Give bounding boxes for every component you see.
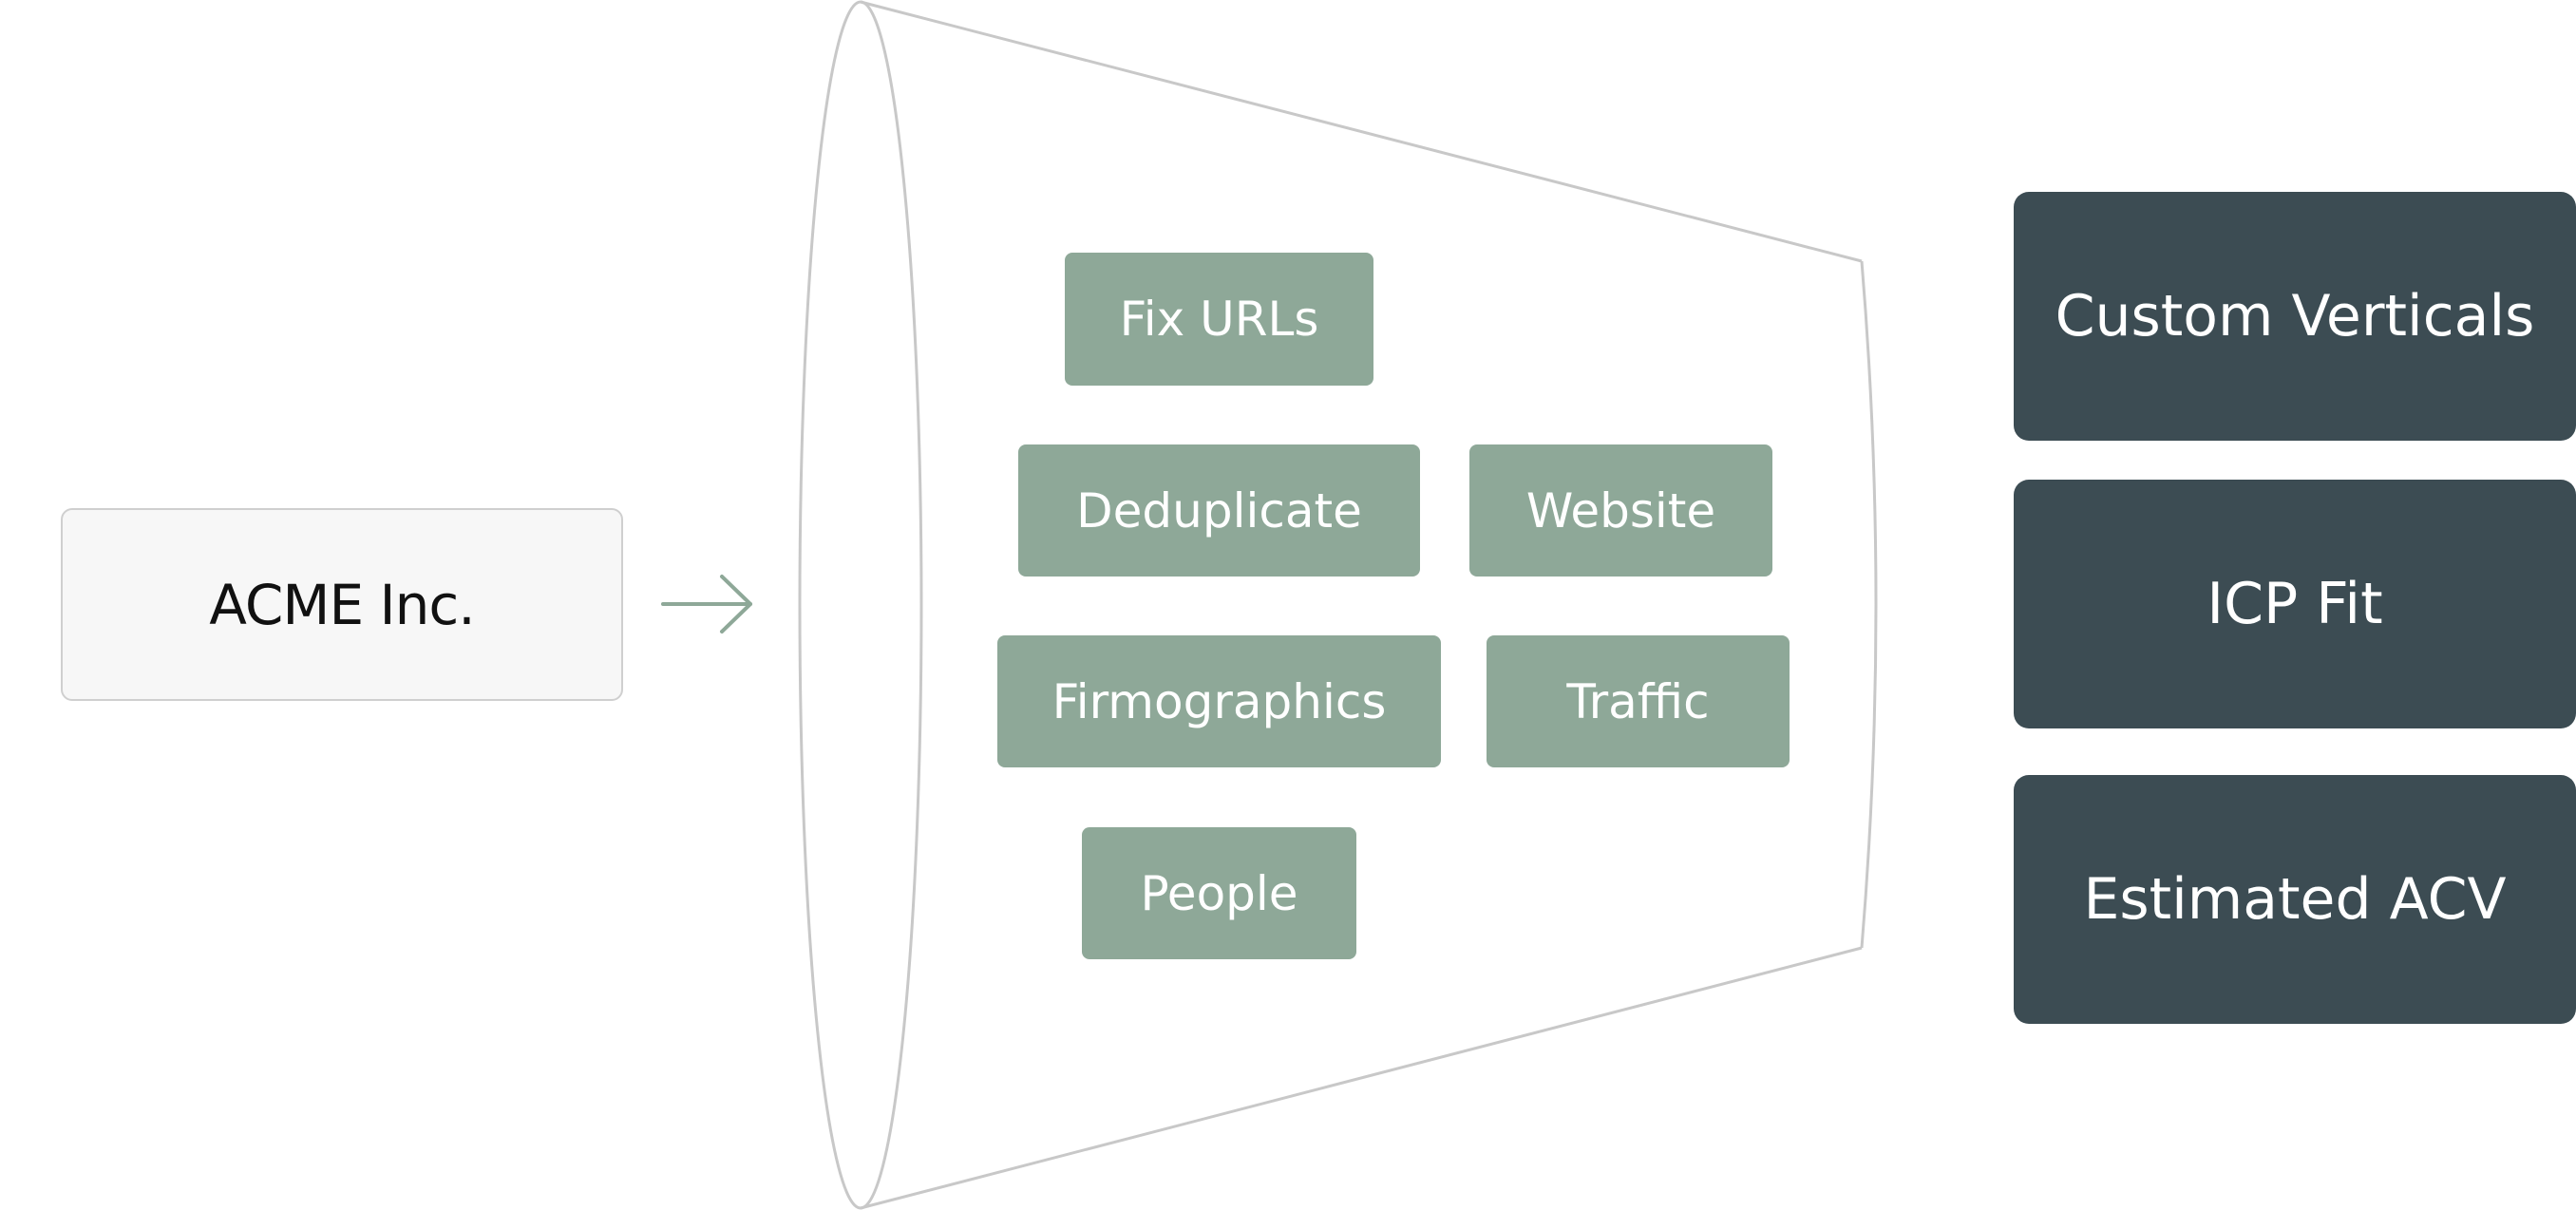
source-company-box: ACME Inc. xyxy=(61,508,623,701)
output-label: ICP Fit xyxy=(2207,571,2383,637)
output-label: Custom Verticals xyxy=(2055,283,2535,350)
step-label: Deduplicate xyxy=(1076,482,1362,539)
step-website: Website xyxy=(1469,444,1772,577)
step-label: People xyxy=(1140,865,1298,921)
funnel-top-edge xyxy=(860,0,1863,263)
output-icp-fit: ICP Fit xyxy=(2014,480,2576,728)
step-people: People xyxy=(1082,827,1356,959)
output-custom-verticals: Custom Verticals xyxy=(2014,192,2576,441)
step-label: Fix URLs xyxy=(1119,292,1319,347)
funnel-mouth xyxy=(798,0,923,1210)
source-company-label: ACME Inc. xyxy=(209,572,475,637)
funnel-outline xyxy=(798,0,1878,1210)
step-label: Firmographics xyxy=(1051,673,1387,729)
step-label: Traffic xyxy=(1566,673,1710,729)
funnel-exit xyxy=(1860,260,1878,949)
step-fix-urls: Fix URLs xyxy=(1065,253,1373,386)
output-label: Estimated ACV xyxy=(2083,866,2507,933)
funnel-bottom-edge xyxy=(860,946,1863,1210)
step-traffic: Traffic xyxy=(1487,635,1790,767)
step-deduplicate: Deduplicate xyxy=(1018,444,1420,577)
output-estimated-acv: Estimated ACV xyxy=(2014,775,2576,1024)
arrow-right-icon xyxy=(661,575,752,633)
step-label: Website xyxy=(1525,482,1716,539)
step-firmographics: Firmographics xyxy=(997,635,1441,767)
